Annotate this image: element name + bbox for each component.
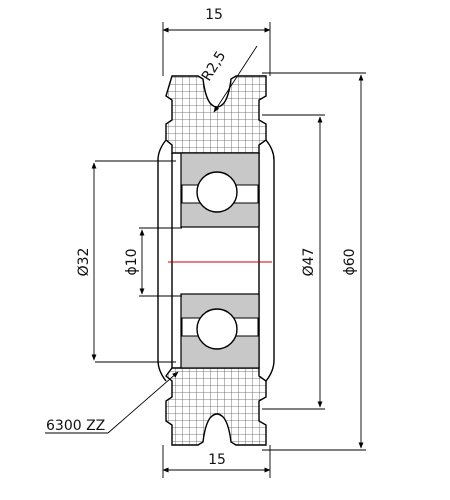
bearing-upper-ball <box>196 171 238 213</box>
dim-rim-dia-label: Ø47 <box>301 248 317 277</box>
wheel-left-silhouette <box>157 139 167 382</box>
dim-top-width: 15 <box>162 7 271 76</box>
dim-bore-dia-label: ϕ10 <box>124 248 140 275</box>
dim-bottom-width: 15 <box>162 445 271 478</box>
bearing-code-label: 6300 ZZ <box>46 418 105 434</box>
dim-outer-dia-label: ϕ60 <box>342 248 358 275</box>
wheel-section <box>157 75 275 446</box>
wheel-right-silhouette <box>265 139 275 382</box>
dim-groove-radius-label: R2,5 <box>199 49 230 85</box>
wheel-lower-section <box>165 367 267 446</box>
bearing-callout: 6300 ZZ <box>45 371 179 434</box>
dim-outer-dia: ϕ60 <box>262 72 366 451</box>
dim-bearing-outer-dia: Ø32 <box>76 160 176 363</box>
dim-top-width-label: 15 <box>205 7 223 23</box>
dim-bottom-width-label: 15 <box>208 452 226 468</box>
wheel-upper-section <box>165 75 267 154</box>
dim-rim-dia: Ø47 <box>262 114 325 410</box>
dim-bore-dia: ϕ10 <box>124 227 182 297</box>
bearing-6300zz <box>180 152 260 369</box>
bearing-lower-ball <box>196 308 238 350</box>
dim-bearing-outer-dia-label: Ø32 <box>76 248 92 277</box>
